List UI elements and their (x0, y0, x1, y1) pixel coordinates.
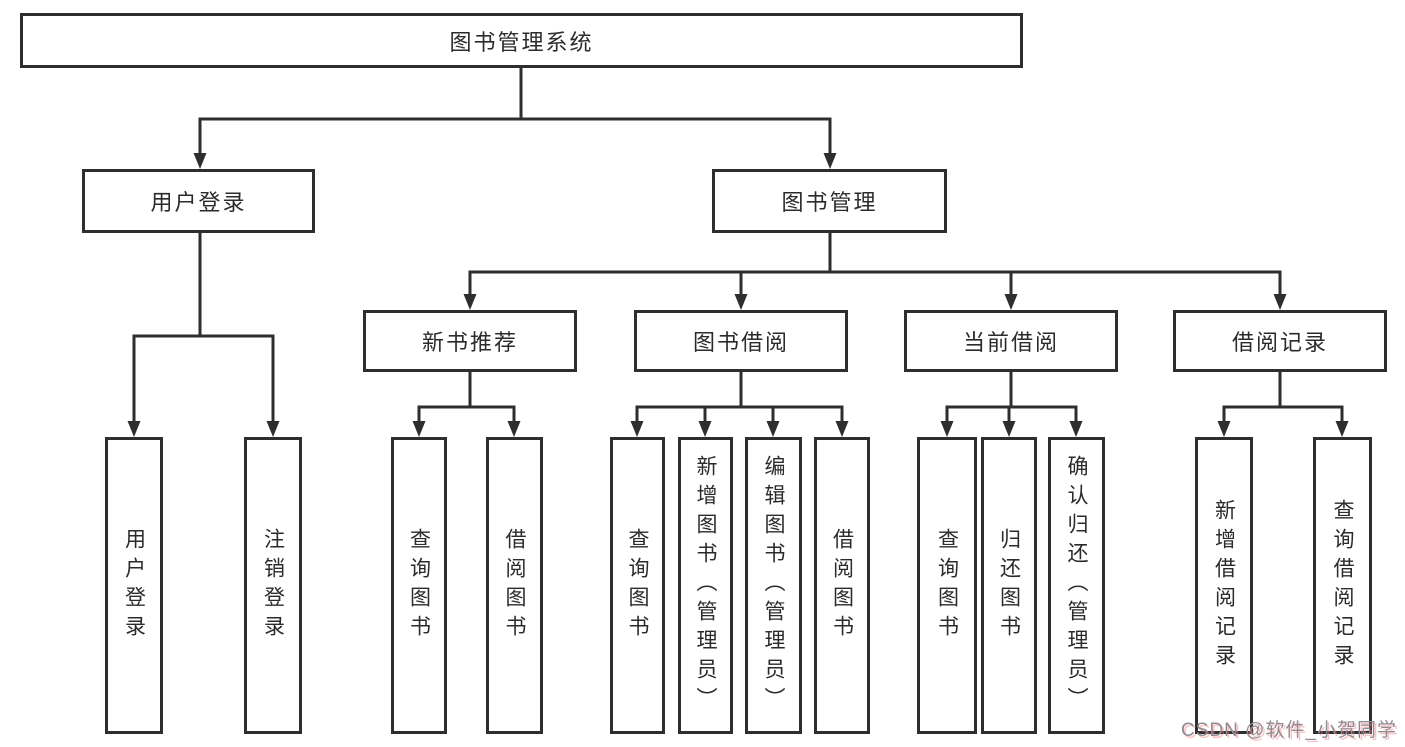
leaf-user-login-label: 用户登录 (122, 527, 146, 644)
leaf-logout: 注销登录 (244, 437, 302, 734)
leaf-borrow-books-label: 借阅图书 (830, 527, 854, 644)
leaf-edit-books-admin-label: 编辑图书（管理员） (762, 455, 785, 716)
node-book-management-label: 图书管理 (781, 190, 878, 215)
leaf-return-books: 归还图书 (981, 437, 1037, 734)
leaf-query-books-borrow: 查询图书 (610, 437, 665, 734)
leaf-query-borrow-record: 查询借阅记录 (1313, 437, 1372, 734)
leaf-add-books-admin-label: 新增图书（管理员） (694, 455, 717, 716)
leaf-query-books-borrow-label: 查询图书 (626, 527, 649, 644)
leaf-borrow-books: 借阅图书 (814, 437, 870, 734)
node-current-borrow: 当前借阅 (904, 310, 1118, 372)
leaf-confirm-return-admin-label: 确认归还（管理员） (1065, 455, 1088, 716)
leaf-borrow-books-recommend-label: 借阅图书 (503, 527, 526, 644)
node-user-login-label: 用户登录 (150, 190, 247, 215)
node-root-label: 图书管理系统 (449, 29, 594, 55)
node-book-borrow: 图书借阅 (634, 310, 848, 372)
leaf-logout-label: 注销登录 (261, 527, 285, 644)
leaf-edit-books-admin: 编辑图书（管理员） (745, 437, 802, 734)
leaf-return-books-label: 归还图书 (997, 527, 1021, 644)
node-book-management: 图书管理 (712, 169, 947, 233)
leaf-query-books-current: 查询图书 (917, 437, 977, 734)
leaf-add-borrow-record: 新增借阅记录 (1195, 437, 1253, 734)
node-borrow-records-label: 借阅记录 (1231, 330, 1328, 355)
leaf-confirm-return-admin: 确认归还（管理员） (1048, 437, 1105, 734)
leaf-query-books-current-label: 查询图书 (935, 527, 959, 644)
leaf-query-borrow-record-label: 查询借阅记录 (1331, 498, 1354, 673)
csdn-watermark: CSDN @软件_小贺同学 (1181, 720, 1397, 741)
leaf-query-books-recommend-label: 查询图书 (407, 527, 431, 644)
node-borrow-records: 借阅记录 (1173, 310, 1387, 372)
node-root-system: 图书管理系统 (20, 13, 1023, 68)
node-book-borrow-label: 图书借阅 (692, 330, 789, 355)
leaf-add-books-admin: 新增图书（管理员） (678, 437, 733, 734)
node-new-book-recommend-label: 新书推荐 (421, 330, 518, 355)
leaf-borrow-books-recommend: 借阅图书 (486, 437, 543, 734)
node-new-book-recommend: 新书推荐 (363, 310, 577, 372)
leaf-user-login: 用户登录 (105, 437, 163, 734)
leaf-query-books-recommend: 查询图书 (391, 437, 447, 734)
leaf-add-borrow-record-label: 新增借阅记录 (1212, 498, 1236, 673)
node-user-login: 用户登录 (82, 169, 315, 233)
node-current-borrow-label: 当前借阅 (962, 330, 1059, 355)
